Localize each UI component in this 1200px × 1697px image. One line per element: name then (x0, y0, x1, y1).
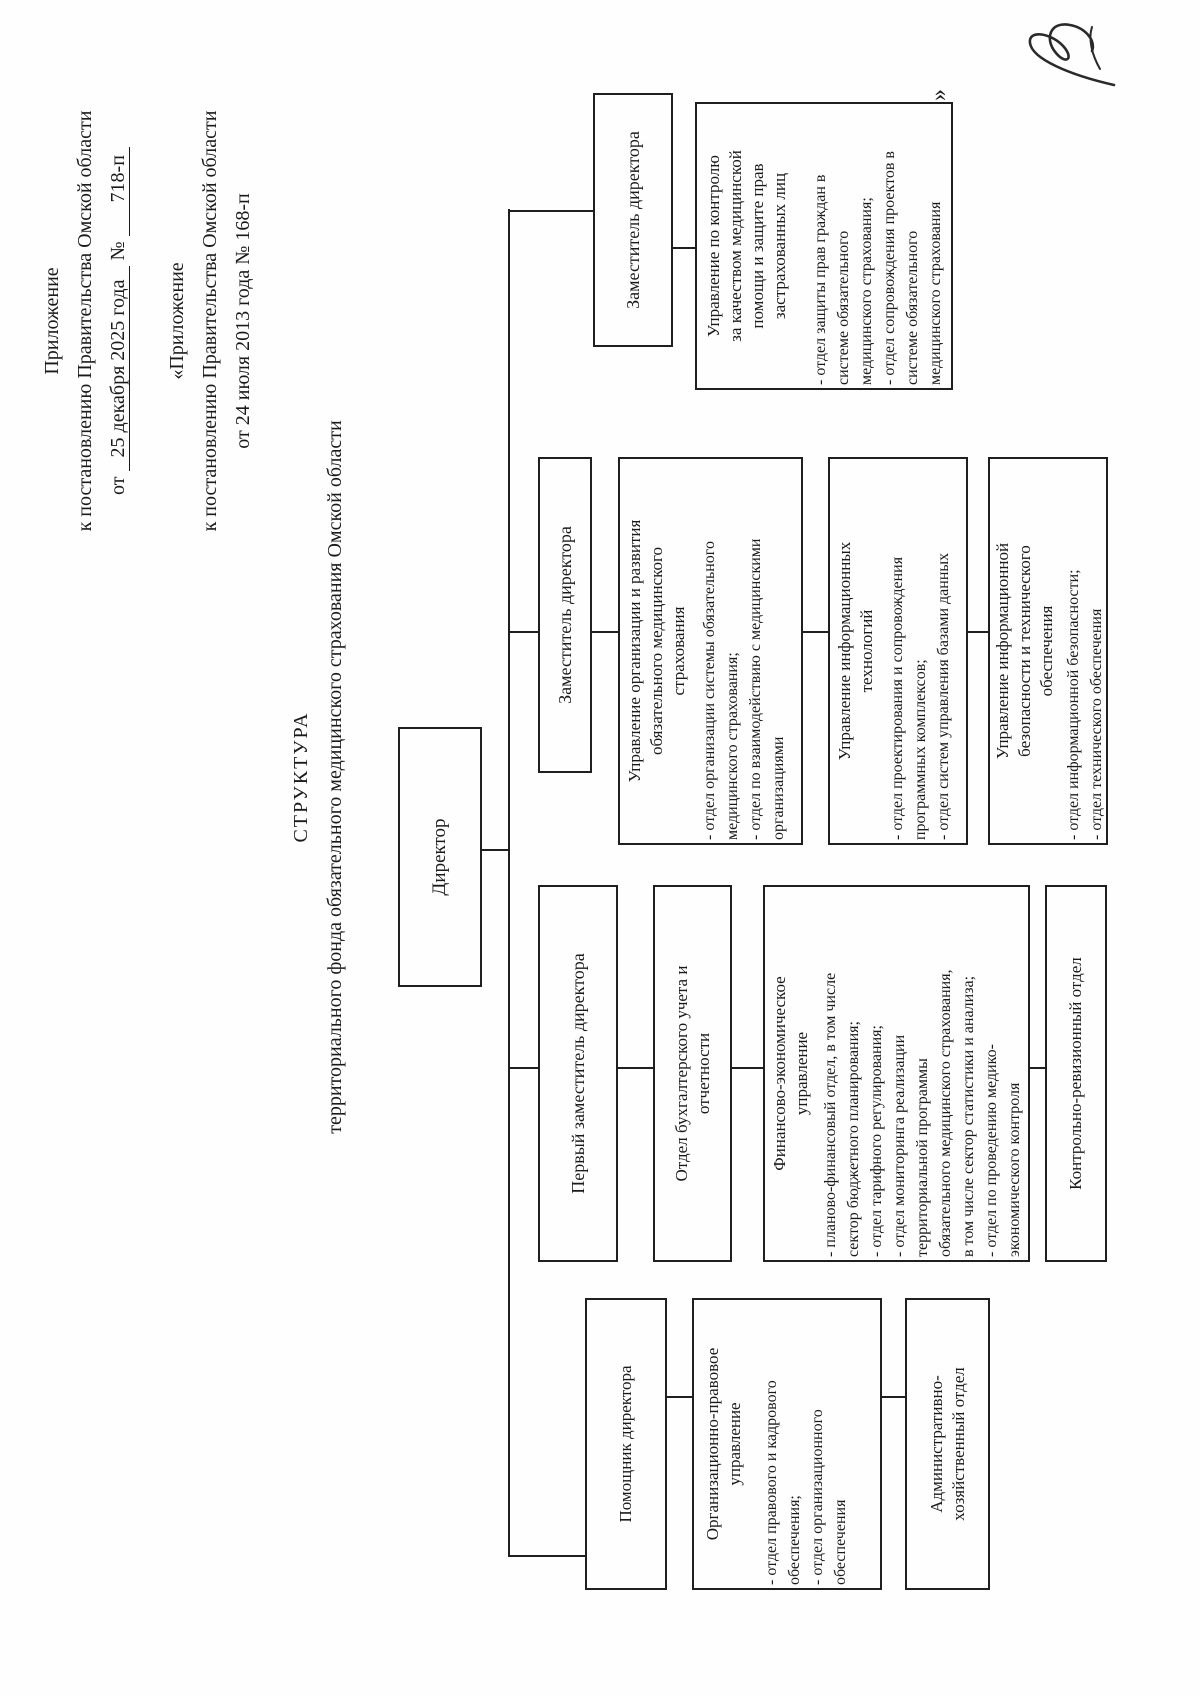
connector-assistant-2 (880, 1396, 907, 1398)
org-box-legal-org-unit: Организационно-правовое управление - отд… (692, 1298, 882, 1590)
org-box-assistant-head: Помощник директора (585, 1298, 667, 1590)
org-box-quality-control-title: Управление по контролю за качеством меди… (704, 150, 789, 342)
org-box-director: Директор (398, 727, 482, 987)
org-box-assistant-head-label: Помощник директора (616, 1365, 635, 1523)
org-box-admin-economic-unit: Административно- хозяйственный отдел (905, 1298, 990, 1590)
org-box-finance-economic-items: - планово-финансовый отдел, в том числе … (822, 969, 1023, 1257)
title-word-structure: СТРУКТУРА (290, 711, 312, 843)
appendix-current-line2: к постановлению Правительства Омской обл… (74, 110, 96, 532)
org-box-oms-organisation-title: Управление организации и развития обязат… (625, 519, 688, 783)
org-box-oms-organisation-items: - отдел организации системы обязательног… (701, 538, 787, 841)
org-box-quality-control-unit: Управление по контролю за качеством меди… (695, 102, 953, 390)
appendix-source-line1: «Приложение (166, 262, 188, 380)
closing-quote-mark: » (926, 89, 952, 101)
org-box-infosec-title: Управление информационной безопасности и… (993, 542, 1056, 760)
org-box-control-audit-title: Контрольно-ревизионный отдел (1066, 957, 1085, 1190)
org-box-it-unit: Управление информационных технологий - о… (828, 457, 968, 845)
org-box-infosec-items: - отдел информационной безопасности; - о… (1065, 569, 1105, 840)
org-box-infosec-unit: Управление информационной безопасности и… (988, 457, 1108, 845)
org-box-director-label: Директор (429, 818, 450, 896)
org-box-oms-organisation-unit: Управление организации и развития обязат… (618, 457, 803, 845)
appendix-date-prefix: от (107, 476, 129, 495)
connector-drop-first-deputy (508, 1067, 540, 1069)
org-box-it-items: - отдел проектирования и сопровождения п… (889, 552, 952, 840)
org-box-accounting-title: Отдел бухгалтерского учета и отчетности (671, 965, 713, 1182)
connector-assistant-1 (665, 1396, 694, 1398)
org-box-finance-economic-title: Финансово-экономическое управление (770, 976, 811, 1171)
connector-first-deputy-1 (616, 1067, 655, 1069)
org-box-deputy-quality-head-label: Заместитель директора (623, 131, 643, 309)
org-box-admin-economic-title: Административно- хозяйственный отдел (926, 1367, 968, 1521)
org-box-quality-control-items: - отдел защиты прав граждан в системе об… (812, 151, 944, 385)
org-box-legal-org-title: Организационно-правовое управление (703, 1347, 744, 1541)
org-box-deputy-quality-head: Заместитель директора (593, 93, 673, 347)
appendix-source: «Приложение к постановлению Правительств… (161, 30, 260, 612)
appendix-header: Приложение к постановлению Правительства… (36, 30, 286, 612)
org-box-deputy-oms-head-label: Заместитель директора (555, 526, 575, 704)
title-subject-line: территориального фонда обязательного мед… (324, 420, 346, 1134)
org-box-deputy-oms-head: Заместитель директора (538, 457, 592, 773)
connector-drop-deputy-quality (508, 210, 595, 212)
appendix-source-line2: к постановлению Правительства Омской обл… (199, 110, 221, 532)
org-box-first-deputy-head-label: Первый заместитель директора (568, 953, 588, 1194)
connector-deputy-quality-1 (671, 247, 697, 249)
org-box-it-title: Управление информационных технологий (835, 541, 876, 761)
org-box-finance-economic-unit: Финансово-экономическое управление - пла… (763, 885, 1030, 1262)
appendix-current-line3: от 25 декабря 2025 года № 718-п (102, 30, 135, 612)
appendix-source-line3: от 24 июля 2013 года № 168-п (232, 193, 254, 449)
org-box-legal-org-items: - отдел правового и кадрового обеспечени… (763, 1380, 849, 1585)
connector-director-stub (480, 849, 510, 851)
appendix-current-line1: Приложение (41, 267, 63, 375)
connector-deputy-oms-1 (590, 631, 620, 633)
org-box-control-audit-unit: Контрольно-ревизионный отдел (1045, 885, 1107, 1262)
connector-deputy-oms-3 (966, 631, 990, 633)
appendix-date-value: 25 декабря 2025 года (107, 265, 130, 472)
connector-deputy-oms-2 (801, 631, 830, 633)
org-box-first-deputy-head: Первый заместитель директора (538, 885, 618, 1262)
pen-scribble-icon (1028, 23, 1116, 87)
connector-spine (508, 209, 510, 1557)
appendix-number-sign: № (107, 241, 129, 261)
connector-drop-assistant (508, 1555, 587, 1557)
connector-drop-deputy-oms (508, 631, 540, 633)
org-box-accounting-unit: Отдел бухгалтерского учета и отчетности (653, 885, 732, 1262)
document-title: СТРУКТУРА территориального фонда обязате… (284, 287, 352, 1267)
appendix-number-value: 718-п (107, 147, 130, 237)
appendix-current: Приложение к постановлению Правительства… (36, 30, 135, 612)
connector-first-deputy-2 (730, 1067, 765, 1069)
